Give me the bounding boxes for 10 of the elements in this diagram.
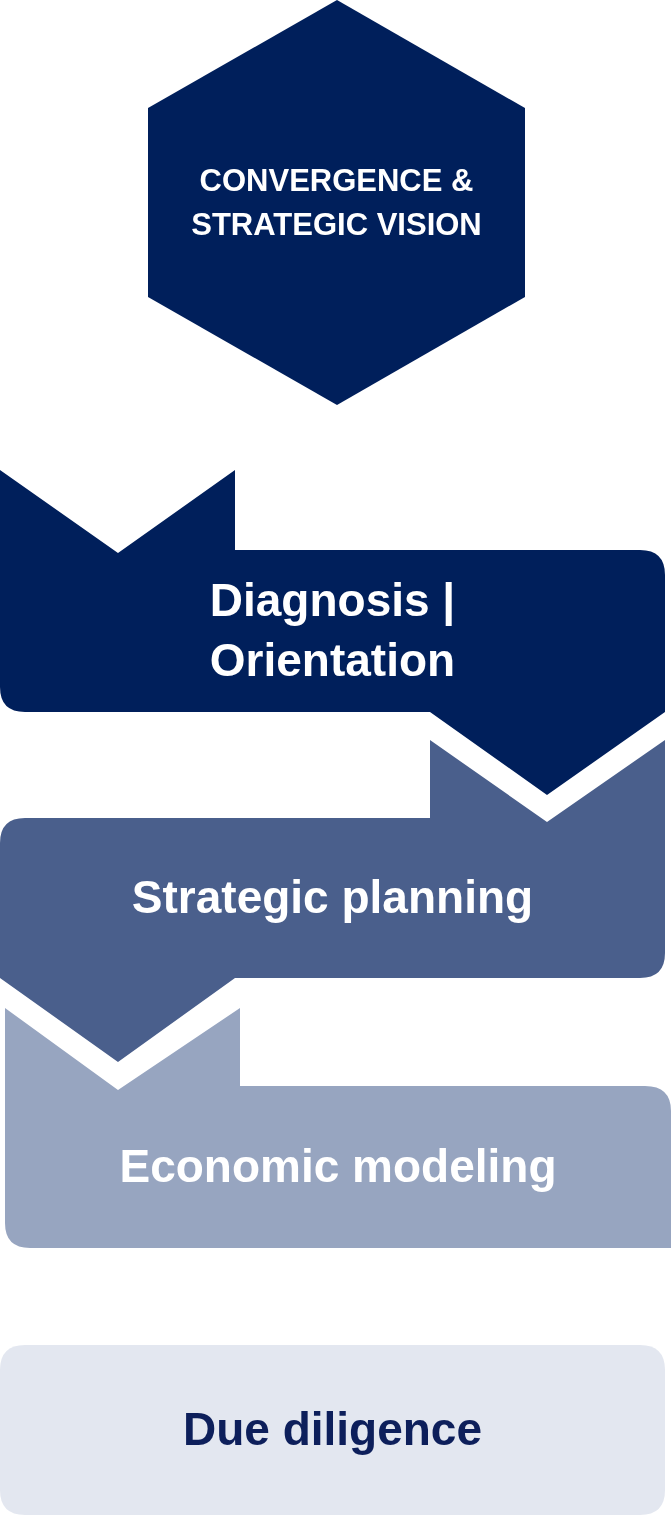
node-label: Strategic planning [131,870,534,926]
rounded-box [0,1345,665,1515]
chevron-banner [0,470,665,795]
chevron-banner [5,1008,671,1248]
node-label: Diagnosis | Orientation [208,573,457,688]
node-label: Economic modeling [119,1139,557,1195]
hexagon-shape [148,0,525,405]
chevron-banner [0,740,665,1062]
node-label: CONVERGENCE & STRATEGIC VISION [190,162,483,244]
node-label: Due diligence [182,1402,483,1458]
